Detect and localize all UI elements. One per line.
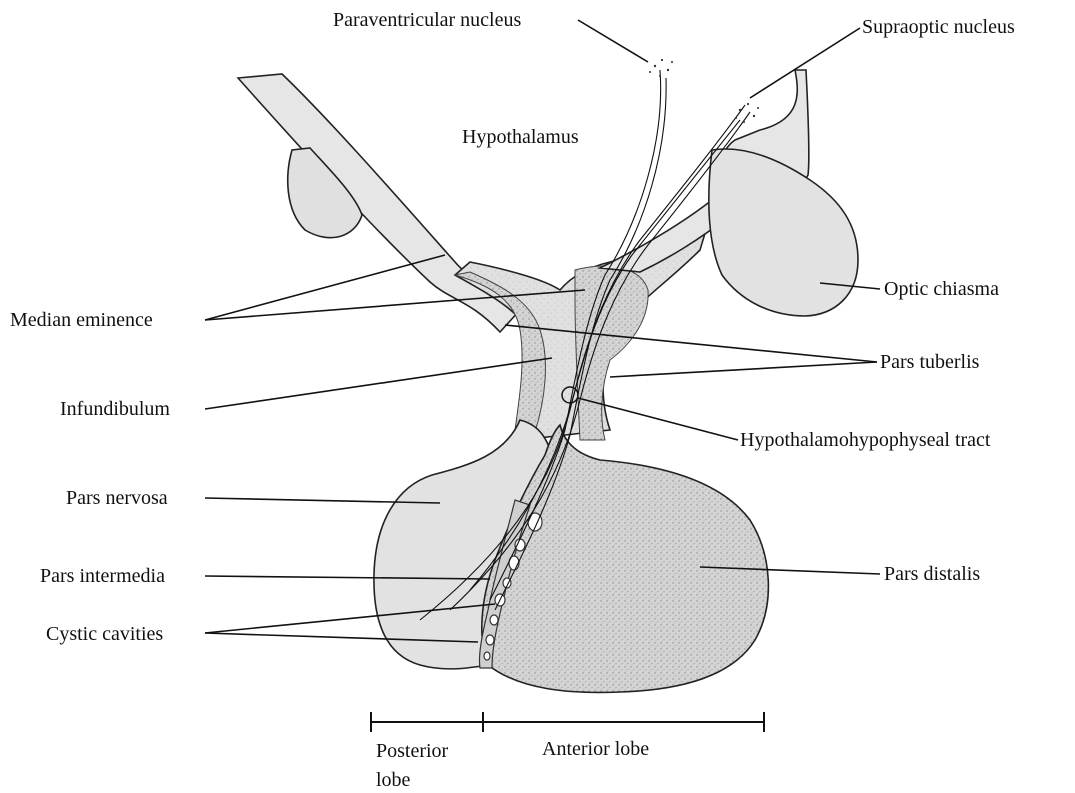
leader-pars-tuberlis-2: [610, 362, 877, 377]
label-hypothalamus: Hypothalamus: [462, 126, 579, 148]
label-hypothalamohypophyseal-tract: Hypothalamohypophyseal tract: [740, 429, 991, 451]
label-cystic-cavities: Cystic cavities: [46, 623, 163, 645]
label-anterior-lobe: Anterior lobe: [542, 738, 649, 760]
label-paraventricular-nucleus: Paraventricular nucleus: [333, 9, 521, 31]
label-pars-distalis: Pars distalis: [884, 563, 980, 585]
label-pars-tuberlis: Pars tuberlis: [880, 351, 980, 373]
label-pars-intermedia: Pars intermedia: [40, 565, 165, 587]
lobe-extent-bars: [371, 712, 764, 732]
leader-paraventricular: [578, 20, 648, 62]
label-pars-nervosa: Pars nervosa: [66, 487, 168, 509]
hypothalamus-floor-left: [238, 74, 520, 332]
label-optic-chiasma: Optic chiasma: [884, 278, 999, 300]
optic-chiasma: [709, 149, 858, 316]
label-posterior-lobe-line1: Posterior: [376, 740, 449, 762]
label-infundibulum: Infundibulum: [60, 398, 170, 420]
paraventricular-nucleus-cells: [649, 59, 673, 77]
label-posterior-lobe-line2: lobe: [376, 769, 411, 791]
label-supraoptic-nucleus: Supraoptic nucleus: [862, 16, 1015, 38]
label-median-eminence: Median eminence: [10, 309, 153, 331]
leader-infundibulum: [205, 358, 552, 409]
